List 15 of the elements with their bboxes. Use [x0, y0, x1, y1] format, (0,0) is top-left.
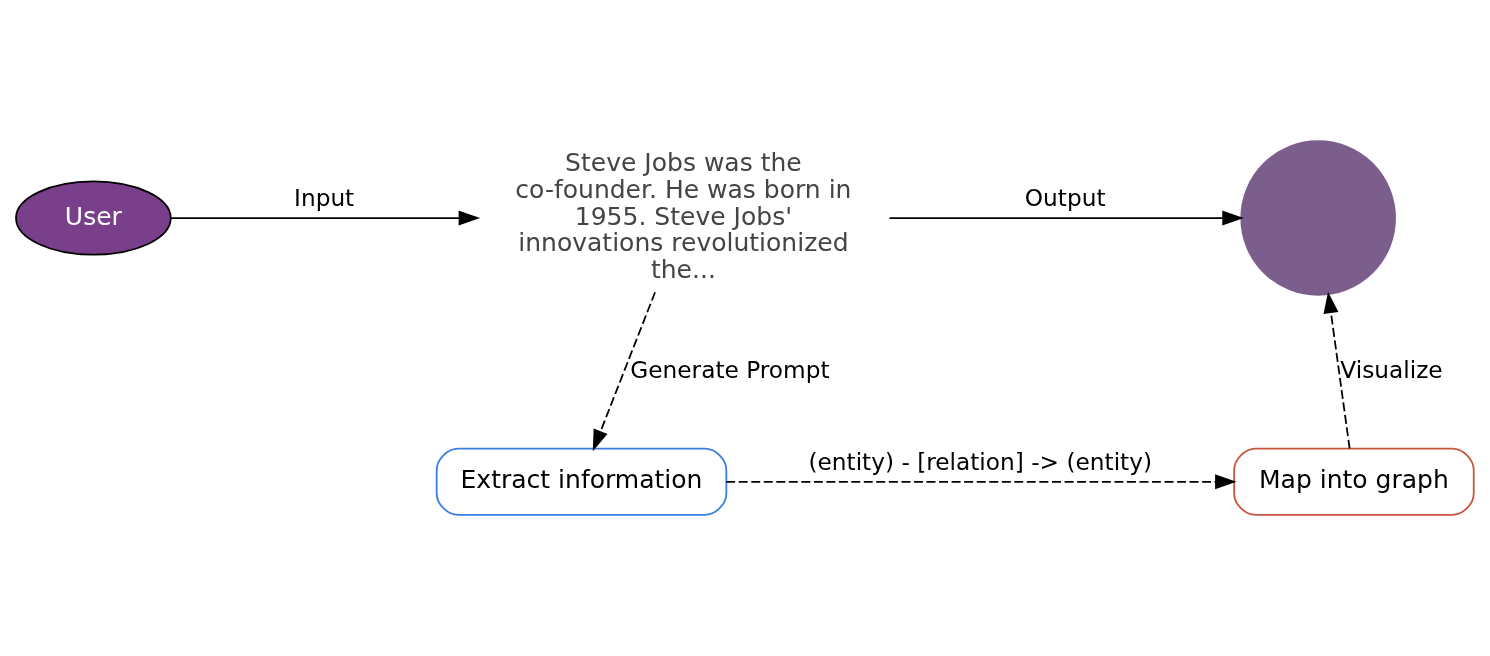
edge-label: Generate Prompt: [630, 355, 830, 383]
edge-label: Input: [294, 184, 355, 212]
node-text: Steve Jobs was the co-founder. He was born in 1955. Steve Jobs' innovations revolutionized the...: [515, 148, 852, 285]
arrow: [169, 210, 481, 226]
node-circle: [1240, 140, 1396, 296]
arrow: [1323, 291, 1351, 450]
edge-label: (entity) - [relation] -> (entity): [808, 447, 1153, 475]
arrow: [725, 474, 1237, 490]
edge-label: Visualize: [1340, 355, 1443, 383]
arrow: [888, 210, 1244, 226]
edge-label: Output: [1024, 184, 1106, 212]
node-box: Extract information: [435, 447, 728, 516]
node-box: Map into graph: [1233, 447, 1475, 516]
node-ellipse: User: [15, 180, 172, 256]
arrow: [592, 291, 656, 452]
